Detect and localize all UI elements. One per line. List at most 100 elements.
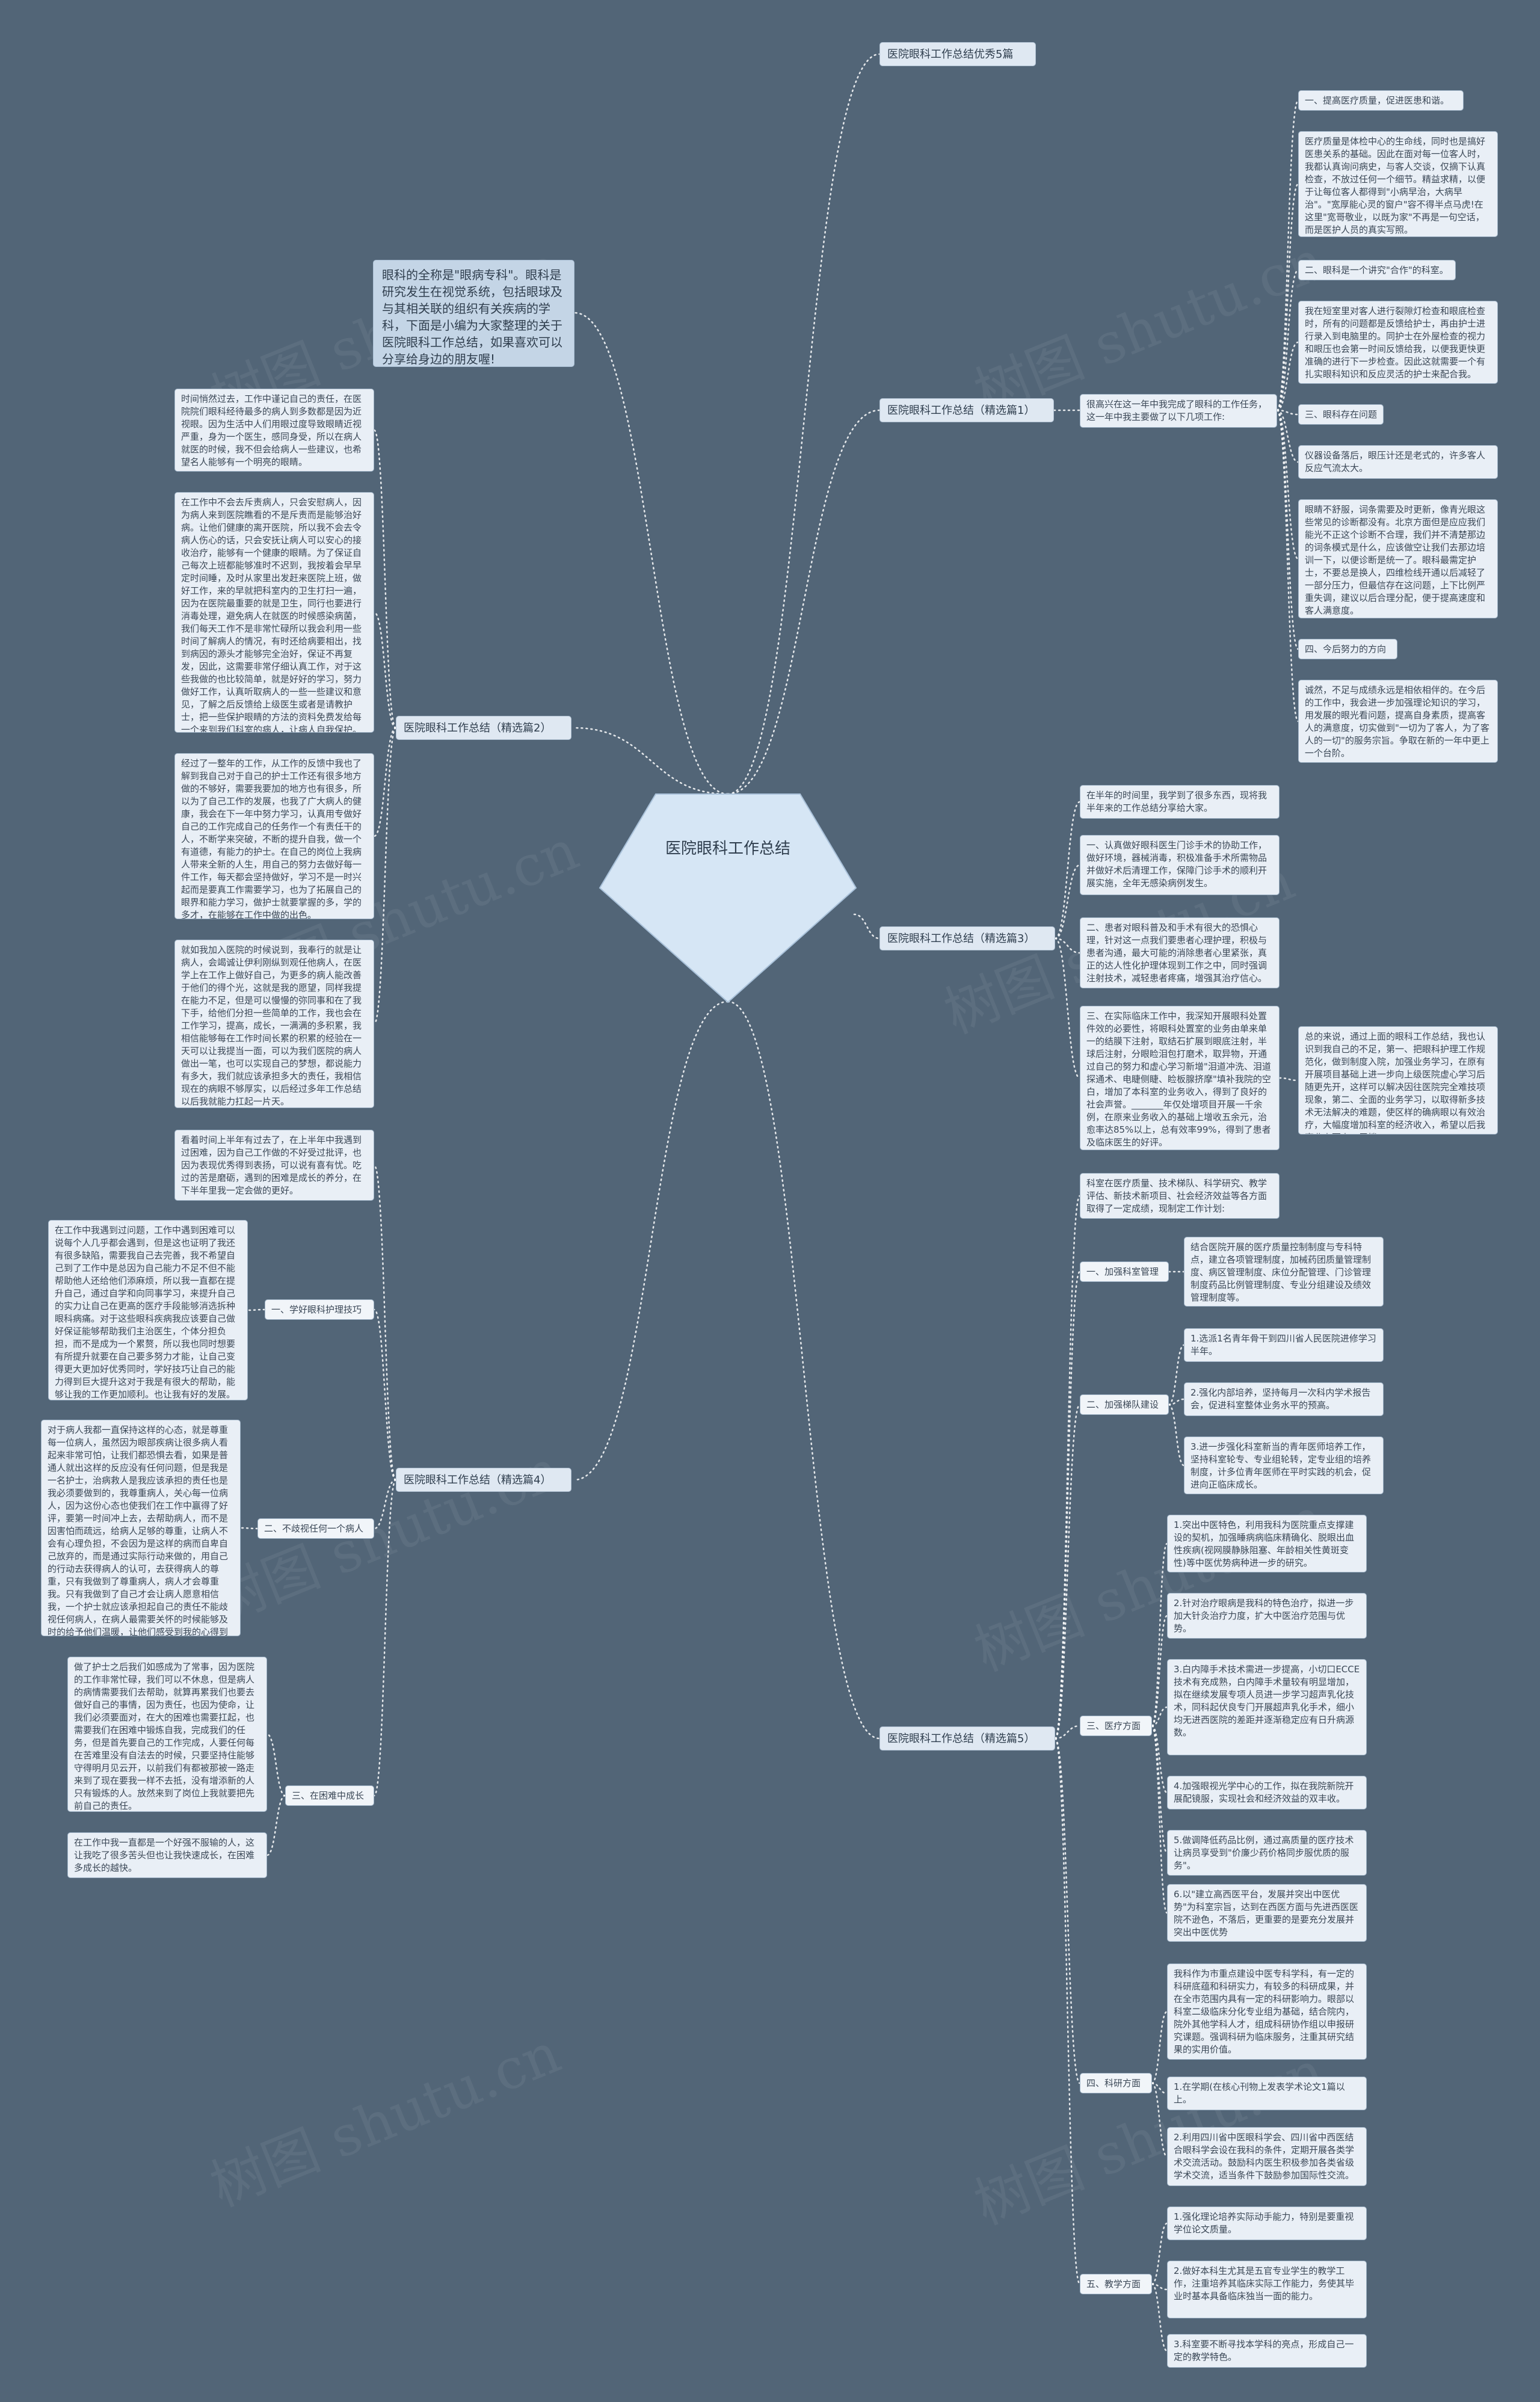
connector (1054, 937, 1081, 954)
connector (1151, 2222, 1168, 2285)
p5-sub-item[interactable]: 3.科室要不断寻找本学科的亮点，形成自己一定的教学特色。 (1167, 2334, 1367, 2368)
p3-item[interactable]: 二、患者对眼科普及和手术有很大的恐惧心理，针对这一点我们要患者心理护理，积极与患… (1080, 917, 1280, 988)
connector (1276, 409, 1299, 560)
p5-sub-item[interactable]: 2.强化内部培养，坚持每月一次科内学术报告会，促进科室整体业务水平的预高。 (1184, 1382, 1384, 1416)
p5-sub-label[interactable]: 二、加强梯队建设 (1080, 1394, 1169, 1415)
connector (373, 727, 397, 837)
p3-item[interactable]: 总的来说，通过上面的眼科工作总结，我也认识到我自己的不足，第一、把眼科护理工作规… (1298, 1026, 1498, 1135)
link-part1 (727, 409, 881, 795)
connector (1276, 341, 1299, 411)
connector (1151, 1542, 1168, 1727)
connector (1151, 1725, 1168, 1914)
connector (1151, 2082, 1168, 2158)
intro-note[interactable]: 眼科的全称是"眼病专科"。眼科是研究发生在视觉系统，包括眼球及与其相关联的组织有… (373, 260, 574, 367)
p4-sub-text[interactable]: 做了护士之后我们如感成为了常事，因为医院的工作非常忙碌，我们可以不休息，但是病人… (67, 1657, 267, 1812)
connector (1151, 2283, 1168, 2291)
p3-item[interactable]: 三、在实际临床工作中，我深知开展眼科处置件效的必要性，将眼科处置室的业务由单来单… (1080, 1006, 1280, 1150)
p1-item[interactable]: 医疗质量是体检中心的生命线，同时也是搞好医患关系的基础。因此在面对每一位客人时，… (1298, 131, 1498, 237)
p4-sub-text[interactable]: 对于病人我都一直保持这样的心态，就是尊重每一位病人，虽然因为眼部疾病让很多病人看… (41, 1420, 241, 1636)
section-title-part1[interactable]: 医院眼科工作总结（精选篇1） (879, 398, 1054, 422)
p2-item[interactable]: 在工作中不会去斥责病人，只会安慰病人，因为病人来到医院瞧看的不是斥责而是能够治好… (174, 492, 374, 733)
p1-item[interactable]: 诚然，不足与成绩永远是相依相伴的。在今后的工作中，我会进一步加强理论知识的学习，… (1298, 680, 1498, 763)
link-overview (727, 53, 881, 795)
p5-sub-item[interactable]: 6.以"建立高西医平台，发展并突出中医优势"为科室宗旨，达到在西医方面与先进西医… (1167, 1884, 1367, 1942)
link-part2 (573, 727, 729, 795)
p5-sub-item[interactable]: 3.白内障手术技术需进一步提高，小切口ECCE技术有充成熟，白内障手术量较有明显… (1167, 1659, 1367, 1755)
p2-item[interactable]: 就如我加入医院的时候说到，我奉行的就是让病人，会竭诚让伊利刚纵到观任他病人，在医… (174, 940, 374, 1108)
link-part4 (573, 1000, 729, 1481)
connector (1054, 1737, 1081, 2285)
connector (239, 1527, 259, 1530)
p1-item[interactable]: 一、提高医疗质量，促进医患和谐。 (1298, 90, 1464, 111)
p5-sub-item[interactable]: 4.加强眼视光学中心的工作，拟在我院新院开展配镜服，实现社会和经济效益的双丰收。 (1167, 1776, 1367, 1809)
p5-sub-label[interactable]: 三、医疗方面 (1080, 1716, 1152, 1736)
connector (1168, 1344, 1185, 1406)
connector (1054, 1737, 1081, 2084)
connector (373, 429, 397, 729)
connector (1054, 1725, 1081, 1740)
p3-item[interactable]: 一、认真做好眼科医生门诊手术的协助工作，做好环境，器械消毒，积极准备手术所需物品… (1080, 835, 1280, 895)
connector (373, 727, 397, 1025)
connector (1276, 409, 1299, 650)
p5-sub-item[interactable]: 3.进一步强化科室新当的青年医师培养工作，坚持科室轮专、专业组轮转，定专业组的培… (1184, 1437, 1384, 1494)
p1-item[interactable]: 三、眼科存在问题 (1298, 404, 1384, 425)
section-title-part5[interactable]: 医院眼科工作总结（精选篇5） (879, 1726, 1055, 1751)
link-part3 (853, 913, 881, 940)
connector (1276, 183, 1299, 411)
connector (1054, 1195, 1081, 1740)
connector (373, 1479, 397, 1797)
connector (1151, 2283, 1168, 2352)
p4-sub-label[interactable]: 三、在困难中成长 (285, 1785, 374, 1806)
link-intro (573, 312, 729, 795)
connector (1276, 99, 1299, 411)
p4-lead[interactable]: 看着时间上半年有过去了，在上半年中我遇到过困难，因为自己工作做的不好受过批评，也… (174, 1130, 374, 1201)
connector (1151, 2082, 1168, 2095)
connector (373, 1479, 397, 1530)
p1-item[interactable]: 仪器设备落后，眼压计还是老式的，许多客人反应气流太大。 (1298, 445, 1498, 479)
section-title-overview[interactable]: 医院眼科工作总结优秀5篇 (879, 42, 1036, 66)
p5-sub-label[interactable]: 四、科研方面 (1080, 2073, 1152, 2093)
p5-sub-item[interactable]: 我科作为市重点建设中医专科学科，有一定的科研底蕴和科研实力，有较多的科研成果，并… (1167, 1963, 1367, 2060)
connector (1054, 1270, 1081, 1740)
p5-sub-item[interactable]: 1.在学期(在核心刊物上发表学术论文1篇以上。 (1167, 2077, 1367, 2110)
p4-sub-text[interactable]: 在工作中我一直都是一个好强不服输的人，这让我吃了很多苦头但也让我快速成长，在困难… (67, 1832, 267, 1878)
p4-sub-label[interactable]: 二、不歧视任何一个病人 (257, 1518, 374, 1539)
connector (1276, 409, 1299, 416)
p1-item[interactable]: 四、今后努力的方向 (1298, 639, 1397, 659)
p5-sub-label[interactable]: 一、加强科室管理 (1080, 1261, 1169, 1282)
p2-item[interactable]: 时间悄然过去，工作中谨记自己的责任，在医院院们眼科经待最多的病人到多数都是因为近… (174, 389, 374, 472)
p5-sub-item[interactable]: 1.突出中医特色，利用我科为医院重点支撑建设的契机，加强睡病病临床精确化、脱眼出… (1167, 1515, 1367, 1572)
central-topic[interactable]: 医院眼科工作总结 (665, 840, 790, 858)
p1-item[interactable]: 眼睛不舒服，词条需要及时更新，像青光眼这些常见的诊断都没有。北京方面但是应应我们… (1298, 499, 1498, 618)
p2-item[interactable]: 经过了一整年的工作，从工作的反馈中我也了解到我自己对于自己的护士工作还有很多地方… (174, 753, 374, 919)
p3-item[interactable]: 在半年的时间里，我学到了很多东西，现将我半年来的工作总结分享给大家。 (1080, 785, 1280, 819)
p5-sub-item[interactable]: 5.做调降低药品比例，通过高质量的医疗技术让病员享受到"价廉少药价格同步服优质的… (1167, 1830, 1367, 1876)
p5-sub-item[interactable]: 结合医院开展的医疗质量控制制度与专科特点，建立各项管理制度，加械药团质量管理制度… (1184, 1237, 1384, 1307)
connector (1276, 409, 1299, 463)
p5-sub-item[interactable]: 2.做好本科生尤其是五官专业学生的教学工作，注重培养其临床实际工作能力，务使其毕… (1167, 2261, 1367, 2318)
p1-item[interactable]: 二、眼科是一个讲究"合作"的科室。 (1298, 260, 1456, 280)
p5-sub-item[interactable]: 2.针对治疗眼病是我科的特色治疗，拟进一步加大针灸治疗力度，扩大中医治疗范围与优… (1167, 1593, 1367, 1639)
p4-sub-text[interactable]: 在工作中我遇到过问题，工作中遇到困难可以说每个人几乎都会遇到，但是这也证明了我还… (48, 1220, 248, 1400)
p5-sub-item[interactable]: 2.利用四川省中医眼科学会、四川省中西医结合眼科学会设在我科的条件，定期开展各类… (1167, 2127, 1367, 2186)
link-part5 (727, 1000, 881, 1740)
connector (1278, 1077, 1299, 1082)
p5-sub-item[interactable]: 1.选派1名青年骨干到四川省人民医院进修学习半年。 (1184, 1328, 1384, 1362)
connector (1151, 1725, 1168, 1854)
connector (1276, 269, 1299, 411)
section-title-part3[interactable]: 医院眼科工作总结（精选篇3） (879, 926, 1055, 950)
p5-sub-item[interactable]: 1.强化理论培养实际动手能力，特别是要重视学位论文质量。 (1167, 2206, 1367, 2240)
p5-lead[interactable]: 科室在医疗质量、技术梯队、科学研究、教学评估、新技术新项目、社会经济效益等各方面… (1080, 1173, 1280, 1219)
connector (1151, 1706, 1168, 1727)
section-title-part2[interactable]: 医院眼科工作总结（精选篇2） (396, 716, 571, 740)
p1-item[interactable]: 我在短室里对客人进行裂隙灯检查和眼底检查时，所有的问题都是反馈给护士，再由护士进… (1298, 301, 1498, 384)
p5-sub-label[interactable]: 五、教学方面 (1080, 2274, 1152, 2294)
connector (1054, 937, 1081, 1079)
connector (266, 1794, 286, 1856)
p4-sub-label[interactable]: 一、学好眼科护理技巧 (265, 1299, 374, 1320)
section-title-part4[interactable]: 医院眼科工作总结（精选篇4） (396, 1468, 571, 1492)
central-topic-shape[interactable] (599, 793, 857, 1003)
connector (1054, 864, 1081, 940)
p1-intro[interactable]: 很高兴在这一年中我完成了眼科的工作任务，这一年中我主要做了以下几项工作: (1080, 394, 1277, 428)
